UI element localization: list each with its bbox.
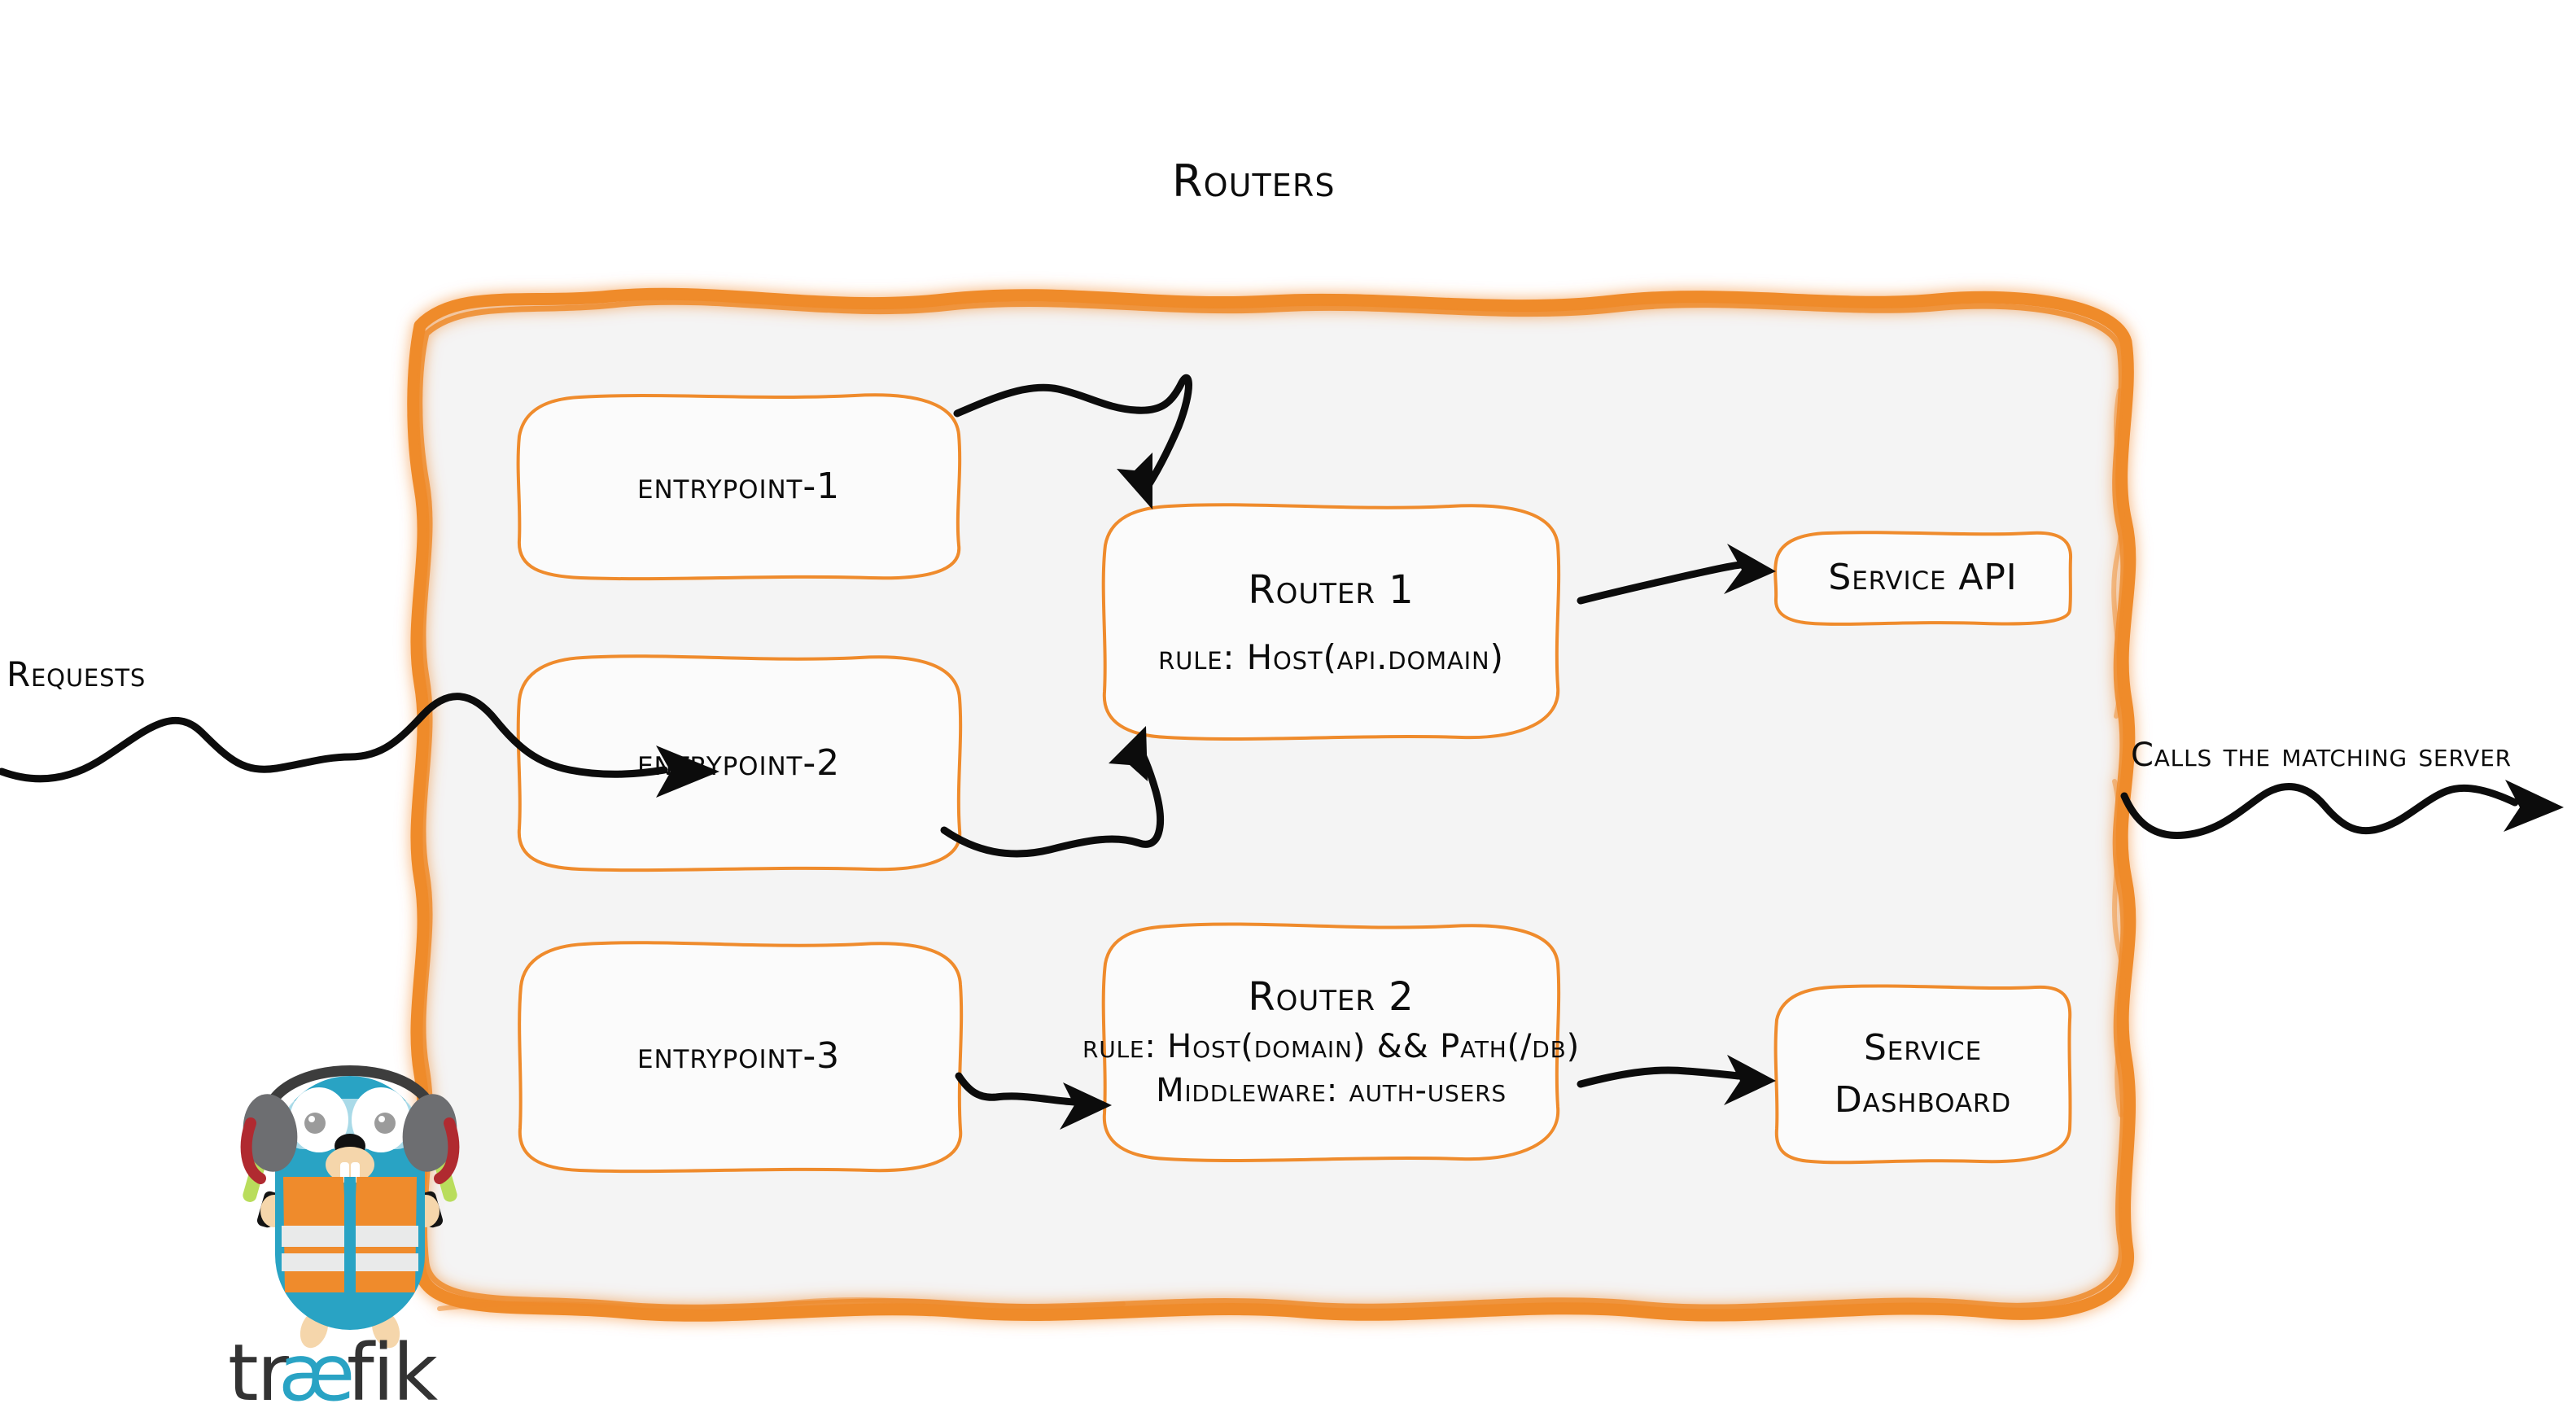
- svg-text:fik: fik: [347, 1327, 438, 1408]
- svg-text:tr: tr: [228, 1327, 290, 1408]
- safety-vest: [282, 1177, 418, 1292]
- entrypoint-1-node[interactable]: entrypoint-1: [513, 389, 964, 584]
- entrypoint-3-node[interactable]: entrypoint-3: [513, 934, 964, 1178]
- service-dashboard-node[interactable]: Service Dashboard: [1770, 981, 2075, 1168]
- traefik-logo: tr æ fik: [228, 1048, 472, 1408]
- calls-matching-server-label: Calls the matching server: [2131, 737, 2512, 774]
- traefik-wordmark: tr æ fik: [228, 1327, 440, 1408]
- service-api-node[interactable]: Service API: [1770, 529, 2075, 627]
- router-1-node[interactable]: Router 1 rule: Host(api.domain): [1097, 498, 1565, 750]
- page-title: Routers: [1172, 155, 1336, 207]
- headphone-cups: [240, 1094, 460, 1184]
- entrypoint-2-node[interactable]: entrypoint-2: [513, 649, 964, 877]
- router-2-node[interactable]: Router 2 rule: Host(domain) && Path(/db)…: [1082, 918, 1579, 1170]
- arrow-calls-out: [2120, 780, 2564, 839]
- svg-text:æ: æ: [278, 1327, 353, 1408]
- requests-label: Requests: [7, 654, 147, 694]
